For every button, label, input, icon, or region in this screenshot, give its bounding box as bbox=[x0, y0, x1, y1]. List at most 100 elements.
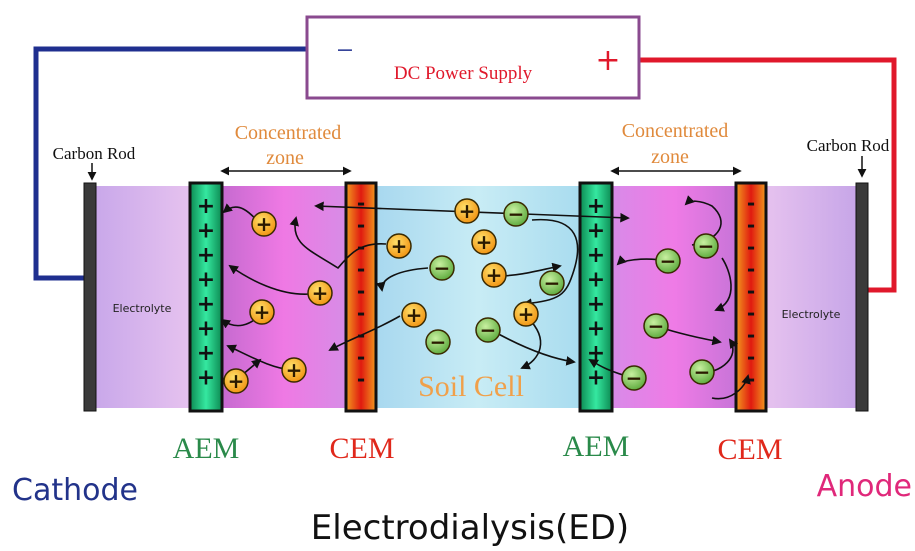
cem-minus-sign: - bbox=[747, 279, 755, 303]
right-carbon-rod-label: Carbon Rod bbox=[807, 136, 890, 155]
anion-ion bbox=[475, 317, 501, 343]
aem-right-label: AEM bbox=[563, 430, 630, 463]
cation-ion bbox=[281, 357, 307, 383]
cem-minus-sign: - bbox=[357, 345, 365, 369]
power-supply-box bbox=[305, 15, 641, 100]
cem-minus-sign: - bbox=[357, 279, 365, 303]
diagram-title: Electrodialysis(ED) bbox=[311, 508, 629, 548]
anion-ion-symbol: − bbox=[434, 256, 451, 280]
left-electrolyte-region bbox=[96, 186, 190, 408]
cem-minus-sign: - bbox=[747, 235, 755, 259]
anion-ion bbox=[425, 329, 451, 355]
cem-minus-sign: - bbox=[747, 213, 755, 237]
aem-plus-sign: + bbox=[197, 243, 215, 268]
left-zone-label: zone bbox=[266, 147, 304, 169]
power-supply-plus: + bbox=[595, 43, 620, 78]
aem-plus-sign: + bbox=[587, 194, 605, 219]
cem-minus-sign: - bbox=[357, 191, 365, 215]
cation-ion bbox=[471, 229, 497, 255]
cation-ion bbox=[481, 262, 507, 288]
aem-left-label: AEM bbox=[173, 432, 240, 465]
anion-ion-symbol: − bbox=[480, 318, 497, 342]
cation-ion-symbol: + bbox=[406, 303, 423, 327]
cem-minus-sign: - bbox=[747, 367, 755, 391]
cathode-wire bbox=[33, 46, 307, 281]
cation-ion-symbol: + bbox=[459, 199, 476, 223]
aem-plus-sign: + bbox=[587, 292, 605, 317]
cation-ion-symbol: + bbox=[312, 281, 329, 305]
membrane-charge-signs: ++++++++++++++++------------------ bbox=[197, 191, 755, 391]
left-electrolyte-label: Electrolyte bbox=[113, 302, 172, 315]
cem-minus-sign: - bbox=[357, 301, 365, 325]
soil-cell-label: Soil Cell bbox=[418, 370, 524, 403]
anode-wire bbox=[636, 57, 897, 293]
cation-ion-symbol: + bbox=[486, 263, 503, 287]
anion-ion-symbol: − bbox=[626, 366, 643, 390]
aem-plus-sign: + bbox=[587, 317, 605, 342]
cation-ion bbox=[223, 368, 249, 394]
cem-minus-sign: - bbox=[747, 191, 755, 215]
cation-ion bbox=[401, 302, 427, 328]
right-zone-label: zone bbox=[651, 146, 689, 168]
cathode-label: Cathode bbox=[12, 473, 138, 508]
cem-minus-sign: - bbox=[747, 257, 755, 281]
cation-ion-symbol: + bbox=[391, 234, 408, 258]
anion-ion-symbol: − bbox=[660, 249, 677, 273]
aem-plus-sign: + bbox=[587, 243, 605, 268]
anion-ion bbox=[643, 313, 669, 339]
aem-plus-sign: + bbox=[197, 194, 215, 219]
cem-right-membrane bbox=[734, 181, 768, 413]
anion-ion-symbol: − bbox=[508, 202, 525, 226]
cation-ion bbox=[251, 211, 277, 237]
cem-minus-sign: - bbox=[357, 213, 365, 237]
anion-ion bbox=[503, 201, 529, 227]
soil-cell-region bbox=[376, 186, 580, 408]
aem-plus-sign: + bbox=[197, 317, 215, 342]
anion-ion-symbol: − bbox=[698, 234, 715, 258]
cation-ion bbox=[454, 198, 480, 224]
right-concentrated-label: Concentrated bbox=[622, 120, 729, 142]
power-supply-label: DC Power Supply bbox=[394, 63, 533, 84]
anion-ion-symbol: − bbox=[694, 360, 711, 384]
left-carbon-rod-label: Carbon Rod bbox=[53, 144, 136, 163]
right-electrolyte-label: Electrolyte bbox=[782, 308, 841, 321]
right-carbon-rod bbox=[855, 182, 869, 412]
anion-ion bbox=[693, 233, 719, 259]
cation-ion-symbol: + bbox=[254, 300, 271, 324]
anion-ion bbox=[689, 359, 715, 385]
ions-layer: +++++++++++−−−−−−−−−− bbox=[223, 198, 719, 394]
cation-ion-symbol: + bbox=[228, 369, 245, 393]
anion-ion bbox=[655, 248, 681, 274]
aem-plus-sign: + bbox=[197, 219, 215, 244]
cation-ion-symbol: + bbox=[286, 358, 303, 382]
left-carbon-rod bbox=[83, 182, 97, 412]
aem-plus-sign: + bbox=[197, 292, 215, 317]
cation-ion bbox=[307, 280, 333, 306]
right-electrolyte-region bbox=[766, 186, 856, 408]
anion-ion-symbol: − bbox=[430, 330, 447, 354]
power-supply-minus: − bbox=[337, 34, 354, 67]
cem-minus-sign: - bbox=[747, 323, 755, 347]
aem-plus-sign: + bbox=[197, 366, 215, 391]
aem-left-membrane bbox=[188, 181, 224, 413]
aem-plus-sign: + bbox=[197, 341, 215, 366]
anion-ion bbox=[539, 270, 565, 296]
cation-ion bbox=[249, 299, 275, 325]
left-concentrated-label: Concentrated bbox=[235, 122, 342, 144]
cation-ion-symbol: + bbox=[256, 212, 273, 236]
anion-ion-symbol: − bbox=[648, 314, 665, 338]
cem-minus-sign: - bbox=[357, 257, 365, 281]
cation-ion bbox=[386, 233, 412, 259]
cation-ion-symbol: + bbox=[476, 230, 493, 254]
aem-plus-sign: + bbox=[197, 268, 215, 293]
cem-left-label: CEM bbox=[329, 432, 394, 465]
cem-right-label: CEM bbox=[717, 433, 782, 466]
anion-ion-symbol: − bbox=[544, 271, 561, 295]
cem-minus-sign: - bbox=[357, 367, 365, 391]
anion-ion bbox=[429, 255, 455, 281]
aem-plus-sign: + bbox=[587, 219, 605, 244]
anion-ion bbox=[621, 365, 647, 391]
aem-plus-sign: + bbox=[587, 366, 605, 391]
